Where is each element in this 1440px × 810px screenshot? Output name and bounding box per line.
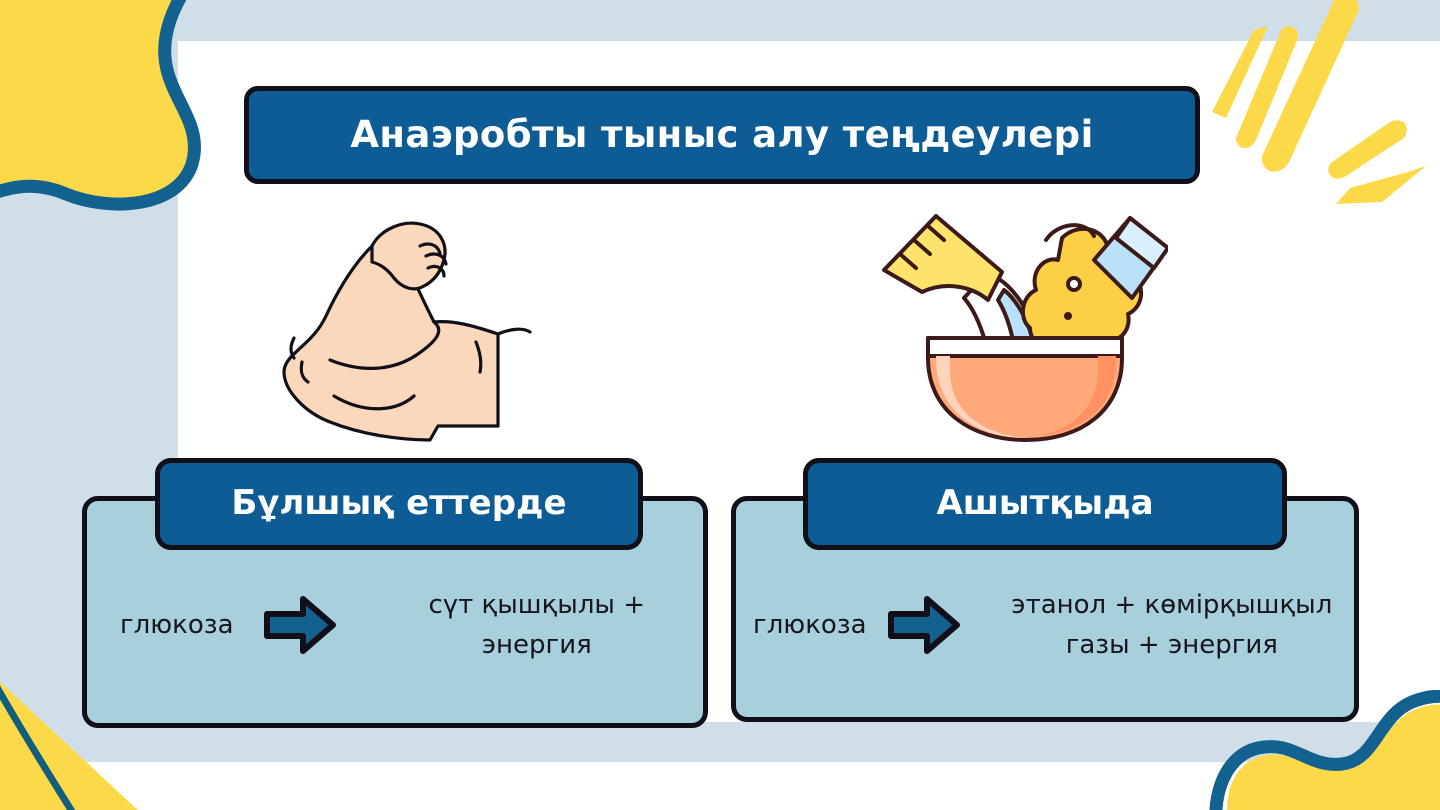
equation-yeast: глюкоза этанол + көмірқышқыл газы + энер…: [742, 585, 1352, 666]
panel-header-yeast: Ашытқыда: [803, 458, 1287, 550]
equation-muscles-product: сүт қышқылы + энергия: [428, 590, 646, 661]
background-band-bottom: [0, 722, 1440, 762]
panel-header-muscles-label: Бұлшық еттерде: [231, 483, 567, 524]
equation-yeast-arrow-wrap: [878, 594, 970, 656]
background-band-top: [0, 0, 1440, 41]
right-arrow-icon: [887, 596, 960, 655]
mixing-bowl-yeast-icon: [882, 214, 1168, 442]
right-arrow-icon: [263, 596, 336, 655]
flexed-bicep-arm-icon: [282, 221, 532, 442]
equation-muscles: глюкоза сүт қышқылы + энергия: [100, 585, 696, 666]
equation-yeast-reactant: глюкоза: [753, 610, 867, 641]
equation-muscles-arrow-wrap: [254, 594, 346, 656]
page-title: Анаэробты тыныс алу теңдеулері: [350, 112, 1094, 156]
equation-muscles-reactant: глюкоза: [119, 610, 234, 641]
slide-title-banner: Анаэробты тыныс алу теңдеулері: [244, 86, 1200, 184]
panel-header-yeast-label: Ашытқыда: [936, 483, 1154, 524]
panel-header-muscles: Бұлшық еттерде: [155, 458, 643, 550]
equation-yeast-product: этанол + көмірқышқыл газы + энергия: [1011, 590, 1333, 661]
